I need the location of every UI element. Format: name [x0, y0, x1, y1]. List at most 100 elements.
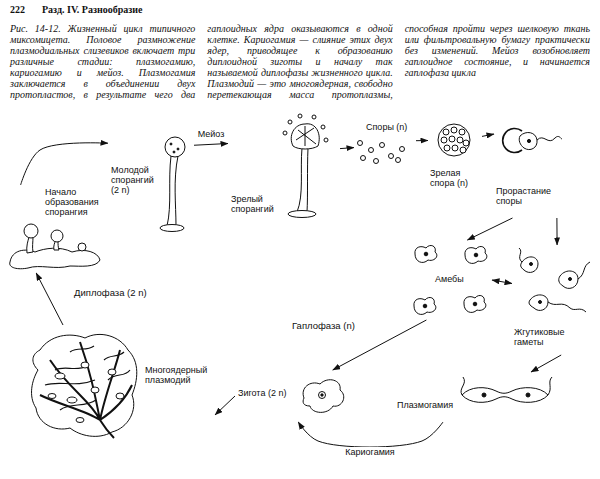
zygote [303, 380, 344, 413]
amoeba [414, 245, 487, 314]
plasmodium [32, 334, 137, 436]
flagellated-gamete [530, 263, 533, 266]
plasmodium [48, 394, 56, 399]
plasmodium [55, 373, 65, 379]
amoeba [473, 302, 477, 306]
young-sporangium [173, 151, 175, 153]
fusing-gametes [461, 377, 552, 402]
stage-node: Жгутиковые гаметы [512, 245, 594, 355]
cycle-arrow [531, 355, 561, 372]
amoeba [465, 246, 487, 263]
stage-node: Зрелая спора (n) [428, 120, 482, 202]
mature-spore [441, 137, 447, 143]
stage-label: Жгутиковые гаметы [514, 327, 592, 347]
cycle-arrow [36, 273, 63, 325]
cycle-arrow [416, 140, 428, 141]
mature-spore [443, 129, 449, 135]
mature-spore [463, 140, 469, 146]
stage-label: Прорастание споры [496, 186, 566, 206]
forming-sporangia [78, 243, 86, 251]
flagellated-gamete [519, 248, 522, 262]
fusing-gametes [526, 393, 530, 397]
mature-sporangium [297, 148, 308, 212]
mature-spore [460, 147, 466, 153]
mature-sporangium [288, 120, 292, 124]
forming-sporangia [10, 224, 100, 269]
plasmodium [108, 369, 116, 375]
edge-label: Кариогамия [343, 447, 396, 457]
figure-caption: Рис. 14-12. Жизненный цикл типичного мик… [10, 23, 590, 100]
fusing-gametes [462, 388, 548, 403]
spores [396, 158, 401, 163]
cycle-arrow [467, 218, 512, 240]
amoeba [415, 245, 437, 262]
stage-node: Многоядерный плазмодий [25, 325, 215, 445]
stage-node: Плазмогамия [395, 372, 555, 422]
cycle-arrow [492, 280, 512, 284]
germinating-spore [527, 139, 530, 142]
plasmodium [76, 418, 84, 423]
plasmodium [91, 387, 99, 393]
stage-label: Зрелая спора (n) [430, 168, 480, 188]
stage-node: Зигота (2 n) [235, 370, 350, 422]
young-sporangium [160, 137, 185, 232]
stage-node: Споры (n) [354, 120, 416, 166]
plasmodium [32, 334, 137, 438]
spores [358, 141, 363, 146]
zygote [303, 380, 344, 413]
cycle-arrow [340, 148, 354, 149]
flagellated-gamete [519, 248, 590, 312]
stage-node: Амебы [410, 240, 492, 320]
spores [380, 143, 385, 148]
mature-sporangium [283, 131, 287, 135]
spores [389, 154, 394, 159]
mature-spore [444, 145, 450, 151]
stage-label: Зрелый спорангий [231, 194, 283, 214]
spores [361, 156, 366, 161]
flagellated-gamete [569, 278, 572, 281]
mature-sporangium [291, 124, 319, 149]
germinating-spore [537, 136, 562, 140]
forming-sporangia [51, 230, 63, 242]
amoeba [465, 246, 487, 263]
edge-label: Мейоз [196, 129, 227, 139]
cycle-arrow [556, 218, 557, 245]
amoeba [423, 304, 427, 308]
young-sporangium [165, 137, 185, 157]
mature-spore [459, 129, 465, 135]
section-header: Разд. IV. Разнообразие [42, 4, 143, 16]
mature-sporangium [321, 125, 325, 129]
mature-sporangium [283, 114, 328, 218]
mature-spore [452, 145, 458, 151]
amoeba [474, 253, 478, 257]
plasmodium [45, 346, 130, 410]
amoeba [414, 297, 436, 314]
flagellated-gamete [578, 262, 590, 279]
cycle-arrow [298, 422, 443, 447]
stage-label: Многоядерный плазмодий [145, 365, 213, 385]
fusing-gametes [548, 377, 552, 395]
amoeba [424, 252, 428, 256]
flagellated-gamete [548, 302, 586, 312]
stage-label: Зигота (2 n) [238, 388, 302, 398]
forming-sporangia [10, 248, 100, 269]
phase-label: Диплофаза (2 n) [74, 287, 147, 298]
plasmodium [67, 397, 77, 403]
stage-label: Плазмогамия [397, 400, 459, 410]
stage-label: Споры (n) [366, 122, 414, 132]
stage-node: Молодой спорангий (2 n) [108, 133, 194, 235]
mature-sporangium [298, 114, 302, 118]
page-number: 222 [10, 4, 25, 16]
mature-sporangium [296, 126, 316, 146]
mature-spore [457, 137, 463, 143]
cycle-arrow [21, 143, 108, 185]
stage-label: Начало образования спорангия [45, 187, 107, 217]
stage-node: Зрелый спорангий [228, 118, 340, 220]
amoeba [415, 245, 437, 262]
life-cycle-illustration [10, 114, 590, 438]
spores [369, 148, 374, 153]
young-sporangium [167, 156, 178, 226]
amoeba [464, 295, 486, 312]
flagellated-gamete [559, 271, 578, 288]
